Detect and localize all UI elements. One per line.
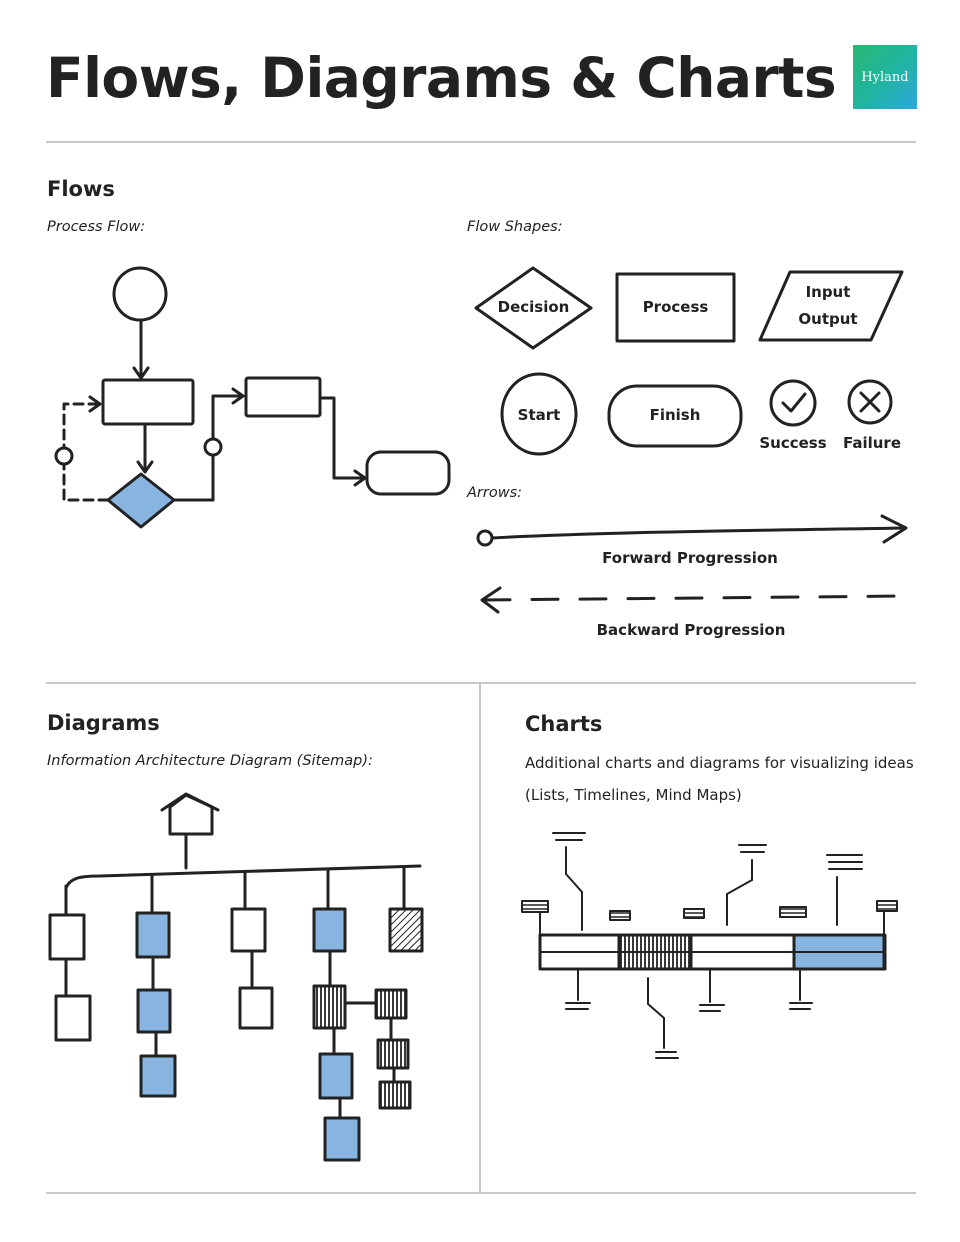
- timeline-marker: [779, 906, 807, 918]
- forward-arrow-line: [490, 526, 907, 540]
- timeline-callout: [699, 969, 725, 1012]
- sitemap-node: [238, 986, 274, 1030]
- backward-arrow-line: [482, 594, 910, 602]
- finish-label: Finish: [649, 406, 701, 424]
- input-label: Input: [805, 283, 851, 301]
- section-divider: [46, 682, 916, 684]
- decision-shape: [474, 266, 593, 350]
- loop-node: [54, 446, 74, 466]
- sitemap-node: [323, 1116, 361, 1162]
- success-label: Success: [759, 434, 827, 452]
- charts-description-line1: Additional charts and diagrams for visua…: [525, 754, 914, 772]
- failure-icon: [847, 379, 893, 425]
- charts-heading: Charts: [525, 712, 603, 736]
- backward-arrow-head: [480, 586, 502, 614]
- branch-node: [203, 437, 223, 457]
- start-label: Start: [517, 406, 561, 424]
- process-box-2: [244, 376, 322, 418]
- connector-to-finish: [318, 396, 366, 480]
- sitemap-branch-line: [64, 864, 422, 890]
- sitemap-node: [376, 1038, 410, 1070]
- charts-description-line2: (Lists, Timelines, Mind Maps): [525, 786, 742, 804]
- success-icon: [769, 379, 817, 427]
- forward-arrow-origin: [476, 529, 494, 547]
- sitemap-node: [374, 988, 408, 1020]
- timeline-callout: [726, 844, 767, 926]
- timeline-callout: [565, 969, 591, 1010]
- sitemap-node: [230, 907, 267, 953]
- footer-divider: [46, 1192, 916, 1194]
- sitemap-node: [135, 911, 171, 959]
- flow-shapes-caption: Flow Shapes:: [467, 219, 563, 235]
- sitemap-node: [312, 984, 347, 1030]
- timeline-chart: [521, 832, 898, 1059]
- backward-progression-label: Backward Progression: [596, 621, 786, 639]
- timeline-callout: [826, 854, 863, 926]
- sitemap-diagram: [48, 792, 424, 1162]
- start-shape: [500, 372, 578, 456]
- sitemap-node: [136, 988, 172, 1034]
- header-divider: [46, 141, 916, 143]
- process-box-1: [101, 378, 195, 426]
- sitemap-node: [318, 1052, 354, 1100]
- decision-diamond: [106, 472, 176, 529]
- page-title: Flows, Diagrams & Charts: [46, 46, 837, 110]
- hyland-logo: Hyland: [853, 45, 917, 109]
- start-circle: [112, 266, 168, 322]
- sitemap-node: [378, 1080, 412, 1110]
- timeline-marker: [876, 900, 898, 912]
- timeline-callout: [647, 977, 679, 1059]
- sitemap-node: [139, 1054, 177, 1098]
- forward-arrow-head: [880, 514, 908, 544]
- sitemap-node: [388, 907, 424, 953]
- sitemap-node: [54, 994, 92, 1042]
- failure-label: Failure: [842, 434, 902, 452]
- timeline-marker: [683, 908, 705, 919]
- timeline-callout: [552, 832, 586, 931]
- sitemap-node: [48, 913, 86, 961]
- input-output-shape: [758, 270, 904, 342]
- finish-shape: [607, 384, 743, 448]
- timeline-marker: [521, 900, 549, 913]
- flow-shapes: [474, 266, 904, 456]
- timeline-marker: [609, 910, 631, 921]
- arrows: [476, 514, 910, 614]
- output-label: Output: [798, 310, 858, 328]
- finish-box: [365, 450, 451, 496]
- decision-label: Decision: [497, 298, 570, 316]
- process-shape: [615, 272, 736, 343]
- arrows-caption: Arrows:: [467, 485, 523, 501]
- forward-progression-label: Forward Progression: [602, 549, 778, 567]
- sitemap-caption: Information Architecture Diagram (Sitema…: [47, 753, 373, 769]
- column-divider: [479, 684, 481, 1194]
- flows-heading: Flows: [47, 177, 115, 201]
- sitemap-node: [312, 907, 347, 953]
- timeline-callout: [789, 969, 813, 1010]
- process-flow-caption: Process Flow:: [47, 219, 146, 235]
- process-label: Process: [642, 298, 709, 316]
- process-flow-diagram: [54, 266, 451, 529]
- diagrams-heading: Diagrams: [47, 711, 160, 735]
